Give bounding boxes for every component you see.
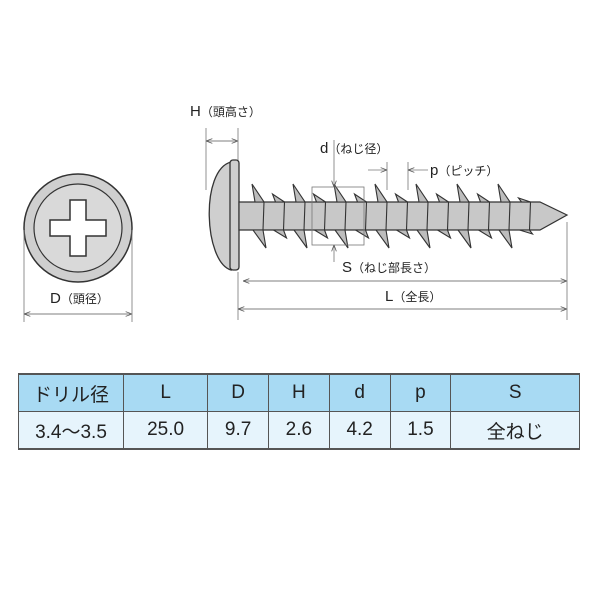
thread-crest	[251, 229, 267, 249]
value-cell: 1.5	[389, 411, 452, 450]
thread-line	[405, 201, 409, 231]
thread-crest	[517, 196, 531, 203]
label-H: H（頭高さ）	[190, 103, 261, 120]
table-header-row: ドリル径 L D H d p S	[18, 373, 580, 412]
thread-line	[528, 201, 532, 231]
value-cell: 3.4〜3.5	[18, 411, 124, 450]
dimension-H	[205, 128, 239, 190]
thread-crest	[519, 229, 534, 236]
label-L: L（全長）	[385, 288, 442, 305]
thread-crest	[497, 183, 512, 203]
dimension-D	[23, 230, 133, 322]
thread-line	[508, 201, 511, 231]
thread-crest	[292, 229, 308, 249]
thread-crest	[456, 183, 471, 203]
thread-crest	[476, 229, 493, 240]
header-cell: ドリル径	[18, 373, 124, 412]
thread-crest	[394, 192, 410, 203]
dimension-S-L	[237, 222, 568, 320]
label-S: S（ねじ部長さ）	[342, 259, 437, 276]
thread-line	[487, 201, 491, 231]
thread-line	[467, 201, 470, 231]
thread-crest	[374, 183, 389, 203]
thread-crest	[312, 229, 329, 240]
thread-crest	[251, 183, 266, 203]
head-front-view	[23, 173, 133, 283]
label-d: d（ねじ径）	[320, 140, 389, 157]
thread-crest	[353, 229, 370, 240]
label-p: p（ピッチ）	[430, 162, 499, 179]
thread-crest	[292, 183, 307, 203]
thread-line	[446, 201, 450, 231]
thread-line	[426, 201, 429, 231]
thread-line	[282, 201, 286, 231]
thread-crest	[415, 229, 431, 249]
value-cell: 2.6	[267, 411, 330, 450]
thread-crest	[415, 183, 430, 203]
thread-crest	[435, 229, 452, 240]
thread-line	[364, 201, 368, 231]
phillips-recess-icon	[49, 199, 107, 257]
dimension-p	[368, 162, 428, 190]
table-row: 3.4〜3.5 25.0 9.7 2.6 4.2 1.5 全ねじ	[18, 411, 580, 450]
thread-line	[385, 201, 388, 231]
header-cell: D	[207, 373, 269, 412]
label-D: D（頭径）	[50, 290, 109, 307]
thread-crest	[476, 192, 492, 203]
thread-crest	[456, 229, 472, 249]
header-cell: S	[450, 373, 580, 412]
thread-crest	[497, 229, 513, 249]
thread-crest	[333, 183, 348, 203]
thread-crest	[374, 229, 390, 249]
thread-crest	[394, 229, 411, 240]
thread-line	[262, 201, 265, 231]
thread-crest	[312, 192, 328, 203]
thread-crest	[353, 192, 369, 203]
dimension-d	[311, 140, 365, 262]
thread-line	[344, 201, 347, 231]
thread-line	[303, 201, 306, 231]
value-cell: 25.0	[122, 411, 209, 450]
header-cell: L	[122, 373, 209, 412]
thread-crest	[333, 229, 349, 249]
value-cell: 4.2	[328, 411, 391, 450]
header-cell: d	[328, 373, 391, 412]
spec-table: ドリル径 L D H d p S 3.4〜3.5 25.0 9.7 2.6 4.…	[18, 373, 580, 450]
header-cell: H	[267, 373, 330, 412]
thread-crest	[271, 192, 287, 203]
thread-crest	[435, 192, 451, 203]
thread-line	[323, 201, 327, 231]
value-cell: 全ねじ	[450, 411, 580, 450]
header-cell: p	[389, 373, 452, 412]
value-cell: 9.7	[207, 411, 269, 450]
thread-crest	[271, 229, 288, 240]
screw-side-view	[208, 159, 569, 271]
